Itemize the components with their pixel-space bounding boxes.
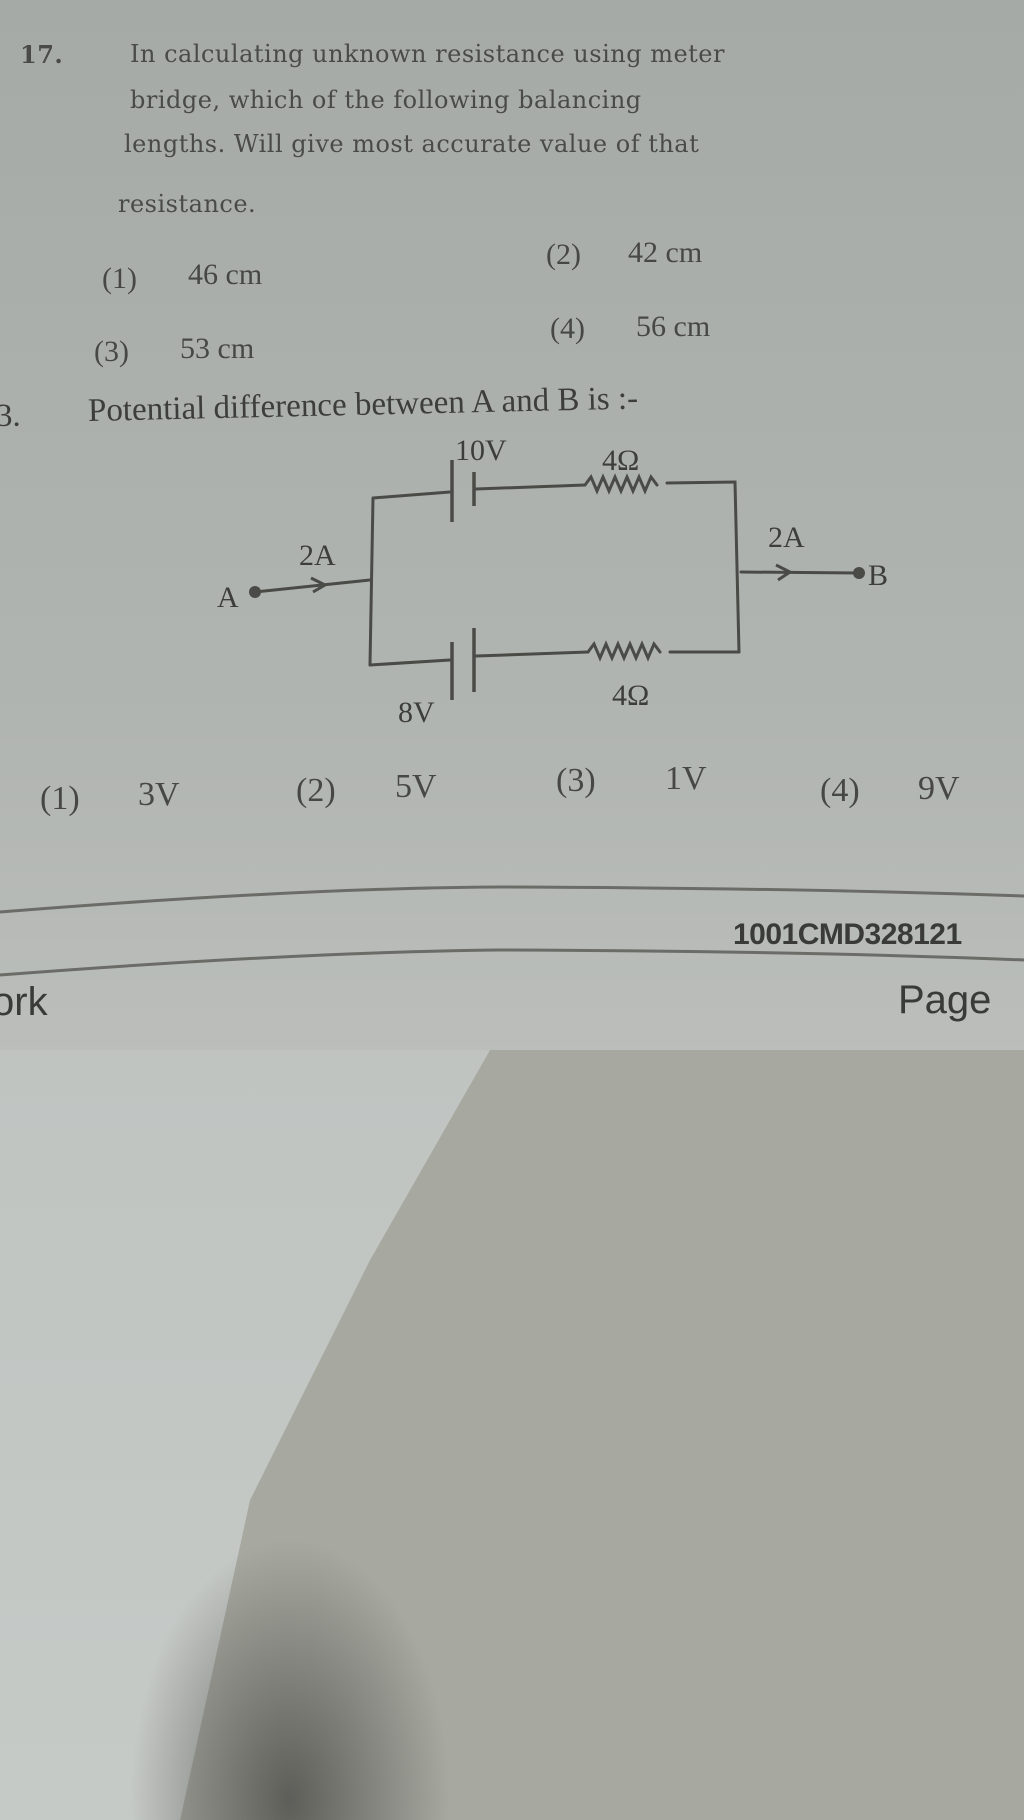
- battery-top-icon: [450, 460, 476, 522]
- footer-rules: [0, 885, 1024, 977]
- question-text-line: lengths. Will give most accurate value o…: [124, 130, 700, 158]
- arrow-right-icon: [775, 563, 793, 582]
- footer-page-label: Page: [898, 978, 992, 1022]
- option-value: 5V: [395, 768, 437, 805]
- option-value: 56 cm: [636, 310, 711, 343]
- question-number: 17.: [20, 40, 64, 69]
- top-battery-label: 10V: [455, 434, 507, 467]
- option-label: (4): [820, 772, 860, 809]
- paper-code: 1001CMD328121: [733, 918, 962, 951]
- question-number: 3.: [0, 398, 21, 434]
- arrow-right-icon: [310, 576, 329, 594]
- current-in-label: 2A: [299, 539, 336, 572]
- option-label: (2): [546, 238, 581, 271]
- terminal-b-dot: [853, 567, 865, 579]
- option-value: 46 cm: [188, 258, 263, 291]
- footer-rule-top: [0, 885, 1024, 914]
- option-label: (3): [94, 335, 129, 368]
- option-value: 42 cm: [628, 236, 703, 269]
- question-text-line: resistance.: [118, 190, 257, 218]
- top-resistor-label: 4Ω: [602, 444, 639, 477]
- bottom-resistor-label: 4Ω: [612, 679, 649, 712]
- battery-bottom-icon: [450, 628, 476, 700]
- node-b-label: B: [868, 559, 888, 592]
- bottom-battery-label: 8V: [398, 696, 435, 729]
- footer-rule-bottom: [0, 948, 1024, 977]
- terminal-a-dot: [249, 586, 261, 598]
- option-label: (2): [296, 772, 336, 809]
- option-label: (1): [40, 780, 80, 817]
- question-text-line: bridge, which of the following balancing: [130, 86, 642, 114]
- circuit-diagram: 10V 4Ω 2A 2A A B 8V 4Ω: [217, 434, 888, 729]
- option-label: (1): [102, 262, 137, 295]
- option-value: 9V: [918, 770, 960, 807]
- current-out-label: 2A: [768, 521, 805, 554]
- question-text-line: In calculating unknown resistance using …: [130, 40, 725, 68]
- option-value: 3V: [138, 776, 180, 813]
- option-value: 1V: [665, 760, 707, 797]
- footer-left-word: ork: [0, 980, 48, 1024]
- node-a-label: A: [217, 581, 239, 614]
- option-label: (3): [556, 762, 596, 799]
- option-label: (4): [550, 312, 585, 345]
- option-value: 53 cm: [180, 332, 255, 365]
